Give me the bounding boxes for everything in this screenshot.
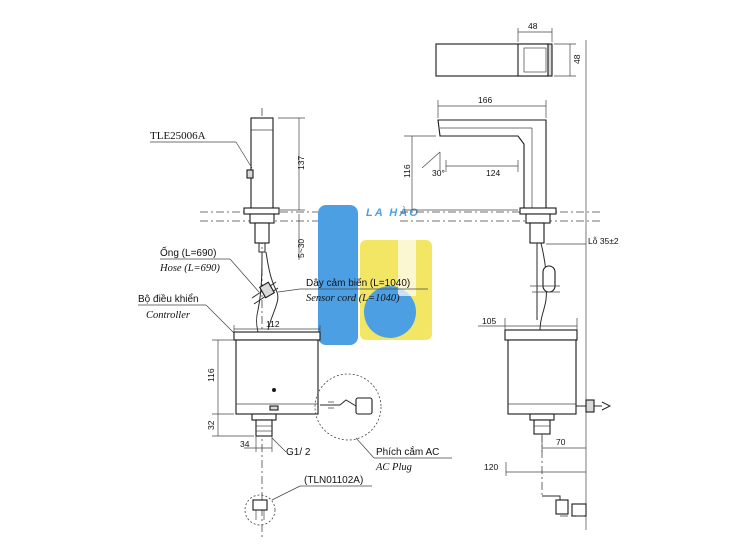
controller-box-side bbox=[507, 339, 577, 415]
spout-body bbox=[437, 119, 547, 211]
dim-spout-reach: 124 bbox=[486, 168, 500, 178]
dim-gap: 5~30 bbox=[296, 239, 306, 258]
sensor-label-vn: Dây cảm biến (L=1040) bbox=[306, 277, 410, 289]
top-view: 48 48 bbox=[435, 21, 582, 77]
hose-label-vn: Ống (L=690) bbox=[160, 245, 216, 259]
dim-top-height: 48 bbox=[572, 54, 582, 64]
controller-label-vn: Bộ điều khiển bbox=[138, 293, 199, 305]
dim-side-width: 105 bbox=[482, 316, 496, 326]
dim-top-width: 48 bbox=[528, 21, 538, 31]
front-view: TLE25006A 137 5~30 Ống (L=690) Hose (L=6… bbox=[138, 108, 452, 540]
dim-hole: Lỗ 35±2 bbox=[588, 236, 619, 246]
controller-box bbox=[235, 339, 319, 415]
valve-label: (TLN01102A) bbox=[304, 475, 363, 486]
sensor-cord-line bbox=[265, 251, 279, 331]
dim-faucet-height: 137 bbox=[296, 156, 306, 170]
dim-side-offset2: 120 bbox=[484, 462, 498, 472]
dim-side-offset: 70 bbox=[556, 437, 566, 447]
faucet-body bbox=[250, 117, 274, 211]
sensor-label-en: Sensor cord (L=1040) bbox=[306, 293, 400, 304]
dim-angle: 30° bbox=[432, 168, 445, 178]
valve-detail bbox=[244, 494, 276, 526]
hose-label-en: Hose (L=690) bbox=[159, 263, 220, 274]
plug-label-vn: Phích cắm AC bbox=[376, 445, 439, 458]
plug-label-en: AC Plug bbox=[375, 462, 412, 473]
ac-plug-detail bbox=[314, 373, 382, 441]
hose-line bbox=[256, 251, 263, 333]
thread-label: G1/ 2 bbox=[286, 447, 311, 458]
dim-spout-height: 116 bbox=[402, 164, 412, 178]
controller-label-en: Controller bbox=[146, 310, 191, 321]
watermark-logo: LA HÀO bbox=[318, 205, 432, 345]
dim-outlet: 34 bbox=[240, 439, 250, 449]
watermark-text: LA HÀO bbox=[366, 206, 420, 219]
dim-controller-width: 112 bbox=[266, 319, 280, 329]
dim-spout-length: 166 bbox=[478, 95, 492, 105]
dim-controller-height: 116 bbox=[206, 368, 216, 382]
model-label: TLE25006A bbox=[150, 130, 206, 142]
dim-controller-bottom: 32 bbox=[206, 420, 216, 430]
side-view: 166 116 30° 124 Lỗ 35±2 bbox=[400, 40, 619, 530]
